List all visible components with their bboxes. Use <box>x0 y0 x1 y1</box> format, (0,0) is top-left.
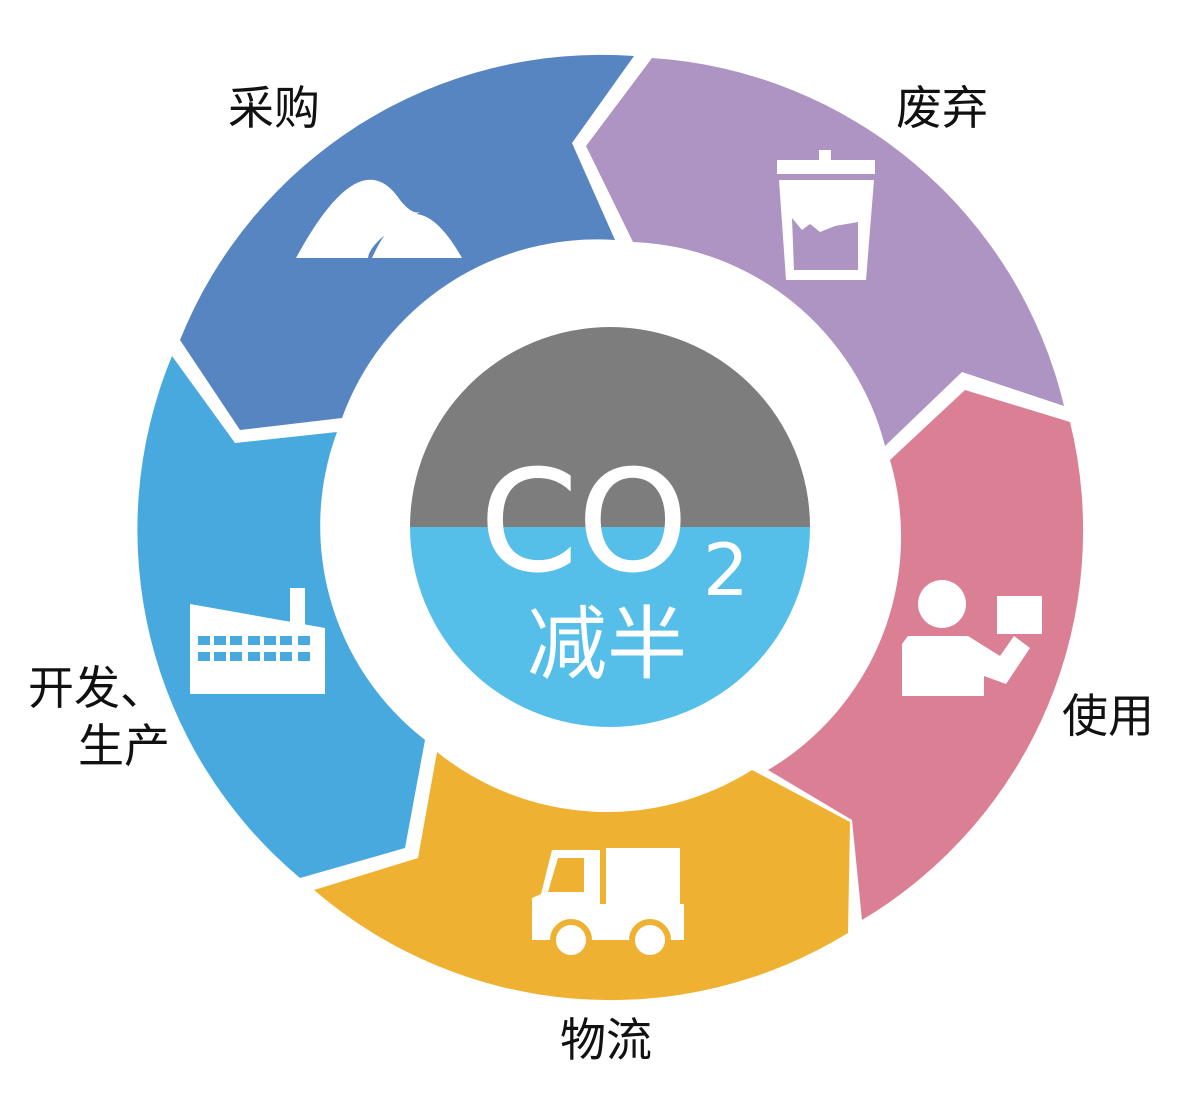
label-use: 使用 <box>1062 689 1154 743</box>
co2-subscript: 2 <box>703 528 749 612</box>
person-with-box-icon <box>902 580 1042 696</box>
label-development: 开发、 生产 <box>28 661 170 773</box>
label-disposal: 废弃 <box>896 81 988 135</box>
co2-formula: CO <box>480 441 688 604</box>
mountains-icon <box>296 179 462 258</box>
factory-icon <box>190 588 325 694</box>
co2-caption: 减半 <box>527 598 687 691</box>
segment-development <box>137 356 425 878</box>
label-logistics: 物流 <box>560 1013 652 1067</box>
delivery-truck-icon <box>532 848 684 961</box>
trash-can-icon <box>777 150 875 280</box>
label-procurement: 采购 <box>228 81 320 135</box>
